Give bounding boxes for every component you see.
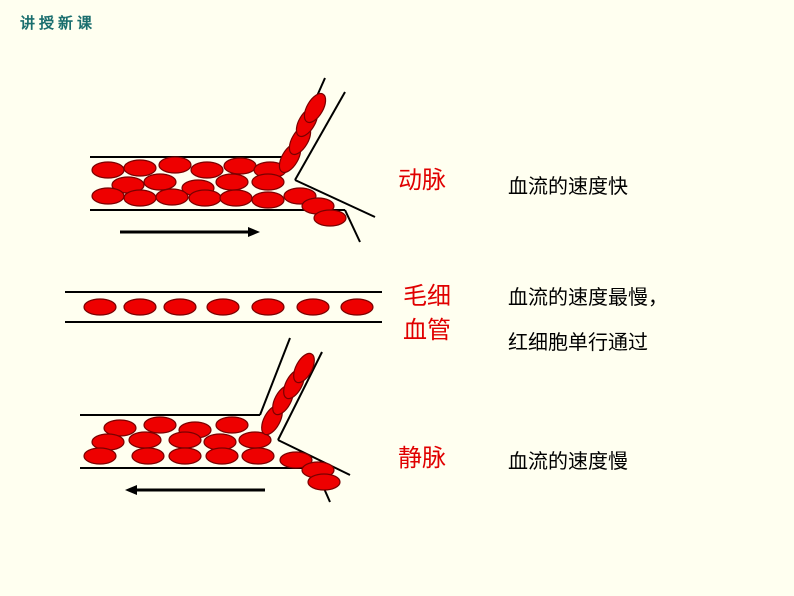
capillary-red-blood-cells [83, 298, 374, 316]
capillary-description-line1: 血流的速度最慢， [508, 285, 668, 309]
capillary-label-line1: 毛细 [403, 282, 451, 310]
vein-description: 血流的速度慢 [508, 449, 628, 473]
capillary-label-line2: 血管 [403, 316, 451, 344]
vein-label: 静脉 [398, 444, 446, 472]
artery-flow-arrow [120, 227, 260, 237]
capillary-vessel [65, 291, 382, 323]
artery-vessel [90, 77, 376, 243]
vein-vessel [80, 337, 351, 503]
vein-flow-arrow [125, 485, 265, 495]
artery-description: 血流的速度快 [508, 174, 628, 198]
artery-label: 动脉 [398, 166, 446, 194]
vein-red-blood-cells [83, 349, 341, 491]
section-header: 讲授新课 [20, 14, 97, 32]
capillary-description-line2: 红细胞单行通过 [508, 330, 648, 354]
